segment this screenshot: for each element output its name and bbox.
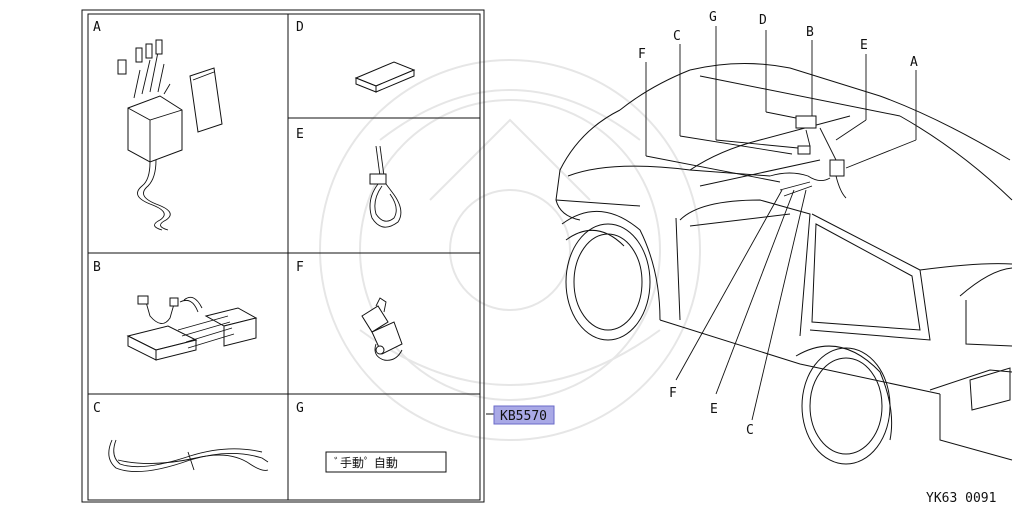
diagram-code: YK63 0091	[926, 491, 996, 506]
parts-cell-e[interactable]: E	[296, 127, 402, 228]
callout-c-bottom[interactable]: C	[746, 423, 754, 438]
callout-c-top[interactable]: C	[673, 29, 681, 44]
parts-cell-g[interactable]: G ﾞ手動ﾟ 自動	[296, 401, 447, 473]
part-code-callout[interactable]: KB5570	[486, 405, 555, 425]
switch-label-sticker: ﾞ手動ﾟ 自動	[325, 451, 447, 473]
parts-cell-b[interactable]: B	[93, 260, 258, 361]
callout-f-top[interactable]: F	[638, 47, 646, 62]
parts-cell-c[interactable]: C	[93, 401, 269, 473]
switch-label-text: ﾞ手動ﾟ 自動	[334, 456, 398, 470]
cell-label-d: D	[296, 20, 304, 35]
cell-label-f: F	[296, 260, 304, 275]
cell-label-g: G	[296, 401, 304, 416]
vehicle-drawing	[555, 62, 1013, 465]
callout-g-top[interactable]: G	[709, 10, 717, 25]
cell-label-b: B	[93, 260, 101, 275]
parts-grid	[81, 9, 485, 503]
harness-connector-drawing	[126, 295, 258, 361]
pad-drawing	[354, 61, 416, 93]
control-unit-drawing	[117, 39, 223, 231]
callout-e-bottom[interactable]: E	[710, 402, 718, 417]
vehicle-callouts-top: F C G D B E A	[638, 10, 918, 70]
svg-text:KB5570: KB5570	[500, 409, 547, 424]
callout-b-top[interactable]: B	[806, 25, 814, 40]
part-code-highlighted-text: KB55	[500, 409, 531, 424]
callout-f-bottom[interactable]: F	[669, 386, 677, 401]
callout-a-top[interactable]: A	[910, 55, 918, 70]
parts-cell-a[interactable]: A	[93, 20, 223, 231]
cable-tie-drawing	[369, 145, 402, 228]
callout-leaders	[645, 26, 917, 421]
parts-cell-f[interactable]: F	[296, 260, 403, 361]
parts-cell-d[interactable]: D	[296, 20, 416, 93]
vehicle-callouts-bottom: F E C	[669, 386, 754, 438]
cell-label-e: E	[296, 127, 304, 142]
cell-label-c: C	[93, 401, 101, 416]
cable-drawing	[108, 439, 269, 473]
cell-label-a: A	[93, 20, 101, 35]
clip-drawing	[361, 297, 403, 361]
callout-e-top[interactable]: E	[860, 38, 868, 53]
callout-d-top[interactable]: D	[759, 13, 767, 28]
part-code-highlight	[493, 405, 555, 425]
part-code-suffix-text: 70	[531, 409, 547, 424]
